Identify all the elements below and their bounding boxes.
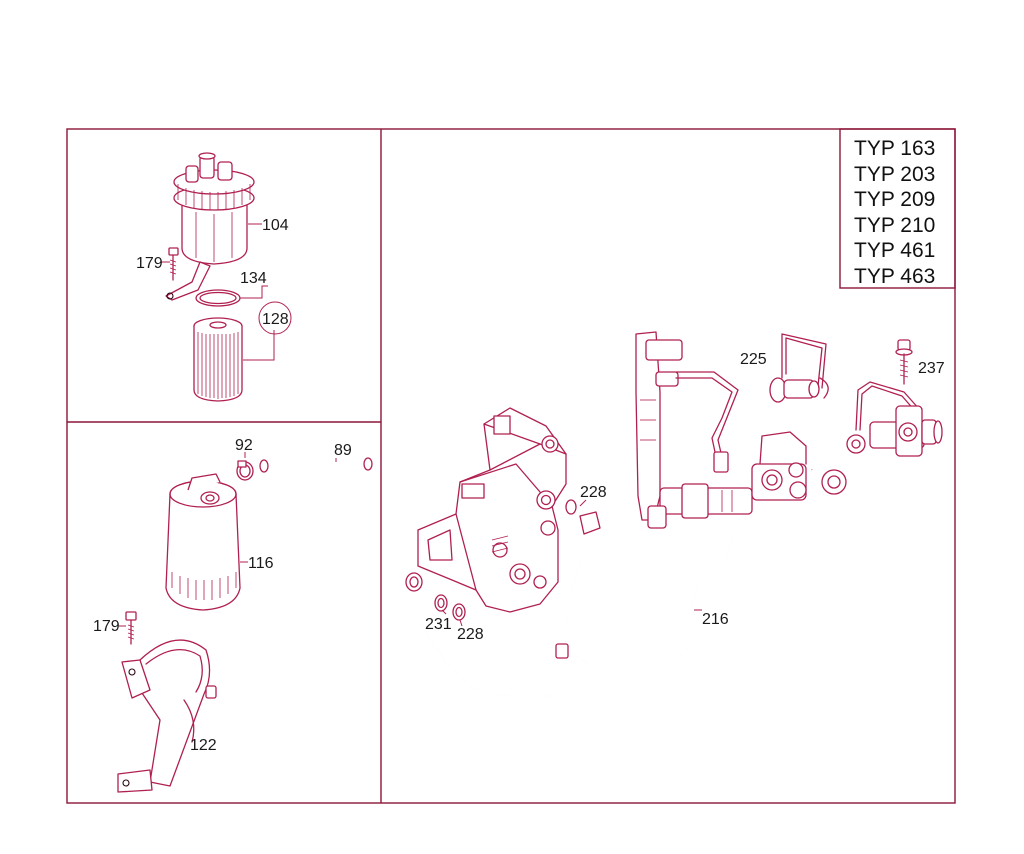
callout-231: 231 <box>425 616 452 633</box>
callout-228-upper: 228 <box>580 484 607 501</box>
callout-225: 225 <box>740 351 767 368</box>
callout-179-top: 179 <box>136 255 163 272</box>
callout-128: 128 <box>262 311 289 328</box>
pressure-connector <box>855 381 943 457</box>
type-item: TYP 203 <box>854 163 935 186</box>
seal-231 <box>434 594 448 612</box>
callout-116: 116 <box>248 555 274 572</box>
callout-92: 92 <box>235 437 253 454</box>
fuel-filter-bracket-assembly <box>117 452 373 793</box>
callout-228-lower: 228 <box>457 626 484 643</box>
type-list: TYP 163 TYP 203 TYP 209 TYP 210 TYP 461 … <box>854 137 935 288</box>
type-item: TYP 461 <box>854 239 935 262</box>
callout-179-bottom: 179 <box>93 618 120 635</box>
callout-237: 237 <box>918 360 945 377</box>
outer-frame <box>66 128 956 804</box>
bracket-122 <box>117 639 217 793</box>
callout-circle-128 <box>258 301 292 335</box>
callout-216: 216 <box>702 611 729 628</box>
fuel-rail-regulator <box>647 431 866 529</box>
fuel-filter-116 <box>165 473 241 611</box>
callout-104: 104 <box>262 217 289 234</box>
type-item: TYP 209 <box>854 188 935 211</box>
mounting-bracket <box>165 261 211 301</box>
filter-housing-104 <box>181 204 248 265</box>
seal-228-upper <box>565 499 577 515</box>
bolt-237 <box>895 339 913 385</box>
retaining-clip-225 <box>769 333 829 403</box>
filter-element <box>193 317 243 402</box>
type-list-box <box>839 128 956 289</box>
bolt-179-top <box>168 247 179 281</box>
high-pressure-pump-assembly <box>405 331 943 701</box>
hose-clamp-92 <box>236 460 254 481</box>
type-item: TYP 463 <box>854 265 935 288</box>
callout-134: 134 <box>240 270 267 287</box>
injector <box>635 331 739 521</box>
callout-89: 89 <box>334 442 352 459</box>
bolt-179-bottom <box>125 611 137 645</box>
callout-122: 122 <box>190 737 217 754</box>
fuel-filter-housing-assembly <box>161 152 292 402</box>
type-item: TYP 210 <box>854 214 935 237</box>
diagram-frames <box>66 128 956 804</box>
type-item: TYP 163 <box>854 137 935 160</box>
seal-228-lower <box>452 603 466 621</box>
